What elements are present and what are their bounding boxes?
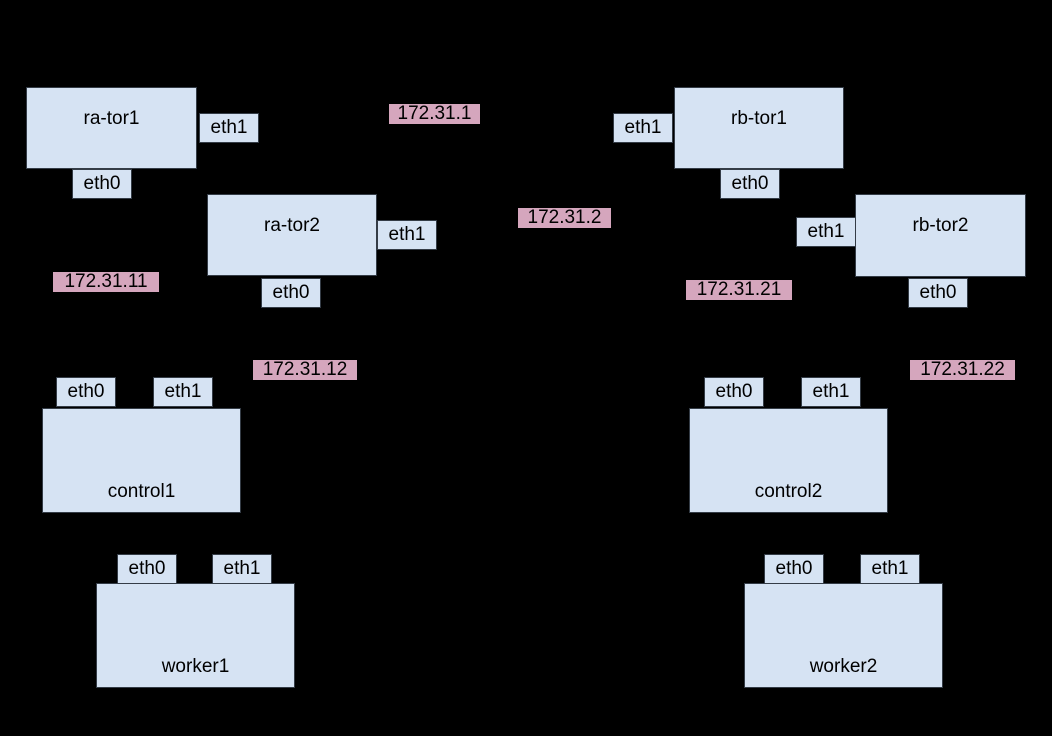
- node-control2: control2: [689, 408, 888, 513]
- node-control1: control1: [42, 408, 241, 513]
- node-ra-tor2: ra-tor2: [207, 194, 377, 276]
- interface-control1-eth1: eth1: [153, 377, 213, 407]
- interface-rb-tor1-eth1: eth1: [613, 113, 673, 143]
- interface-control2-eth1: eth1: [801, 377, 861, 407]
- node-label: rb-tor2: [912, 215, 969, 236]
- ip-label-ra-side-1: 172.31.11: [53, 272, 159, 292]
- node-label: worker2: [809, 656, 878, 677]
- node-label: worker1: [161, 656, 230, 677]
- interface-ra-tor2-eth1: eth1: [377, 220, 437, 250]
- interface-rb-tor2-eth1: eth1: [796, 217, 856, 247]
- interface-control1-eth0: eth0: [56, 377, 116, 407]
- node-rb-tor2: rb-tor2: [855, 194, 1026, 277]
- interface-ra-tor1-eth0: eth0: [72, 169, 132, 199]
- node-rb-tor1: rb-tor1: [674, 87, 844, 169]
- node-worker2: worker2: [744, 583, 943, 688]
- interface-rb-tor2-eth0: eth0: [908, 278, 968, 308]
- node-label: ra-tor1: [83, 108, 140, 129]
- ip-label-rb-side-2: 172.31.22: [910, 360, 1015, 380]
- node-label: control2: [754, 481, 823, 502]
- ip-label-segment-a: 172.31.1: [389, 104, 480, 124]
- node-ra-tor1: ra-tor1: [26, 87, 197, 169]
- ip-label-rb-side-1: 172.31.21: [686, 280, 792, 300]
- interface-ra-tor2-eth0: eth0: [261, 278, 321, 308]
- interface-worker1-eth1: eth1: [212, 554, 272, 584]
- interface-worker2-eth1: eth1: [860, 554, 920, 584]
- ip-label-segment-b: 172.31.2: [518, 208, 611, 228]
- interface-worker2-eth0: eth0: [764, 554, 824, 584]
- interface-worker1-eth0: eth0: [117, 554, 177, 584]
- node-label: ra-tor2: [264, 215, 320, 236]
- interface-ra-tor1-eth1: eth1: [199, 113, 259, 143]
- interface-control2-eth0: eth0: [704, 377, 764, 407]
- node-label: control1: [107, 481, 176, 502]
- node-label: rb-tor1: [731, 108, 787, 129]
- interface-rb-tor1-eth0: eth0: [720, 169, 780, 199]
- ip-label-ra-side-2: 172.31.12: [253, 360, 357, 380]
- node-worker1: worker1: [96, 583, 295, 688]
